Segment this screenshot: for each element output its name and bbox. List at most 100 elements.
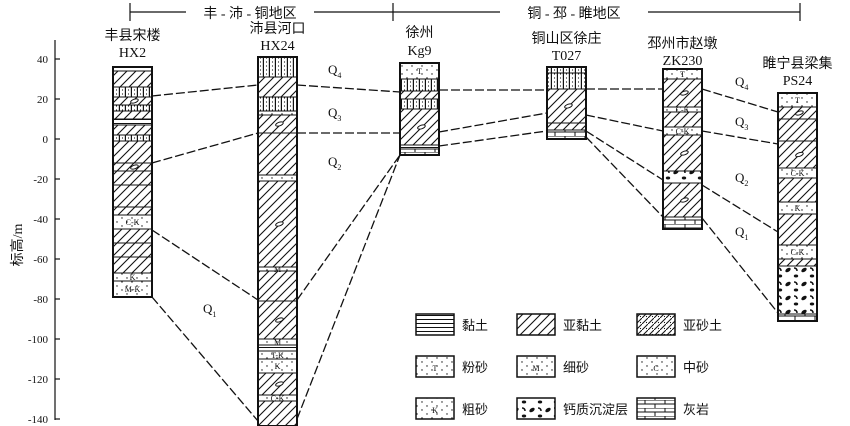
legend-item-calcareous: 钙质沉淀层 <box>516 397 628 420</box>
borehole-outline <box>777 92 818 322</box>
correlation-line <box>701 88 779 113</box>
legend-code: M <box>532 364 539 373</box>
region-label-tong-pi-sui: 铜 - 邳 - 睢地区 <box>527 6 620 22</box>
layer-silty-clay <box>112 70 153 88</box>
layer-limestone <box>777 313 818 322</box>
layer-silty-clay <box>399 90 440 100</box>
layer-code: C-K <box>676 127 690 136</box>
correlation-line <box>585 114 664 132</box>
y-tick-label: -100 <box>28 334 49 346</box>
layer-clay <box>399 144 440 150</box>
nodule-icon <box>275 121 284 127</box>
legend-label: 粉砂 <box>462 360 488 375</box>
legend-item-silty-clay: 亚黏土 <box>516 313 602 336</box>
layer-silty-clay <box>777 118 818 142</box>
layer-silty-clay <box>257 76 298 98</box>
layer-grid <box>112 134 153 142</box>
borehole-location: 铜山区徐庄 <box>532 30 602 47</box>
nodule-icon <box>680 197 689 203</box>
borehole-location: 丰县宋楼 <box>105 28 161 44</box>
layer-silty-clay <box>777 258 818 267</box>
unit-label-q2-right: Q2 <box>735 170 748 188</box>
unit-label-q1-right: Q1 <box>735 224 748 242</box>
y-tick-label: -120 <box>28 374 49 386</box>
correlation-line <box>151 229 259 301</box>
layer-grid <box>257 96 298 112</box>
unit-label-q4-left: Q4 <box>328 62 341 80</box>
legend-label: 钙质沉淀层 <box>563 402 628 417</box>
y-tick-label: 40 <box>37 54 49 66</box>
layer-calcareous <box>662 170 703 184</box>
layer-code: T-K <box>271 351 284 360</box>
y-axis-label: 标高/m <box>9 224 26 267</box>
layer-limestone <box>546 129 587 140</box>
sand-swatch-icon <box>636 355 676 378</box>
layer-code: K <box>795 204 801 213</box>
clay-swatch-icon <box>415 313 455 336</box>
correlation-line <box>438 112 548 133</box>
legend-item-sand: M 细砂 <box>516 355 589 378</box>
borehole-location: 徐州 <box>406 25 434 41</box>
unit-label-q4-right: Q4 <box>735 74 748 92</box>
stratigraphic-unit-labels: Q4 Q3 Q2 Q1 Q4 Q3 Q2 Q1 <box>203 62 748 319</box>
sandy-loam-swatch-icon <box>636 313 676 336</box>
layer-grid <box>399 98 440 110</box>
layer-clay <box>112 118 153 126</box>
layer-grid <box>112 104 153 112</box>
borehole-id: HX24 <box>260 39 294 54</box>
borehole-outline <box>662 68 703 230</box>
y-tick-label: 0 <box>43 134 49 146</box>
nodule-icon <box>564 103 573 109</box>
nodule-icon <box>680 150 689 156</box>
unit-label-q2-left: Q2 <box>328 154 341 172</box>
layer-silty-clay <box>112 206 153 216</box>
borehole-location: 睢宁县梁集 <box>763 55 833 72</box>
layer-code: C-K <box>676 106 690 115</box>
layer-grid <box>257 56 298 78</box>
layer-code: K <box>130 273 136 282</box>
layer-silty-clay <box>112 242 153 258</box>
layer-code: C-K <box>791 248 805 257</box>
y-tick-label: -40 <box>33 214 48 226</box>
borehole-kg9: 徐州 Kg9 <box>399 25 440 156</box>
correlation-line <box>701 217 779 314</box>
legend-label: 粗砂 <box>462 402 488 417</box>
correlation-line <box>296 84 401 93</box>
borehole-id: Kg9 <box>407 44 431 59</box>
legend-label: 细砂 <box>563 360 589 375</box>
layer-silty-clay <box>112 170 153 186</box>
layer-code: K <box>275 362 281 371</box>
y-tick-label: -80 <box>33 294 48 306</box>
layer-code: T <box>417 67 422 76</box>
correlation-line <box>585 136 664 218</box>
layer-silty-clay <box>112 184 153 208</box>
legend-item-sand: K 粗砂 <box>415 397 488 420</box>
layer-calcareous <box>777 265 818 315</box>
limestone-swatch-icon <box>636 397 676 420</box>
nodule-icon <box>275 221 284 227</box>
legend-label: 中砂 <box>683 360 709 375</box>
correlation-line <box>585 130 664 181</box>
legend-code: K <box>432 406 438 415</box>
nodule-icon <box>275 381 284 387</box>
layer-silty-clay <box>112 110 153 120</box>
correlation-lines <box>151 84 779 422</box>
sand-swatch-icon <box>415 397 455 420</box>
layer-code: T <box>680 70 685 79</box>
layer-silty-clay <box>112 124 153 136</box>
borehole-outline <box>546 66 587 140</box>
legend-label: 亚黏土 <box>563 318 602 333</box>
correlation-line <box>151 84 259 97</box>
layer-silty-clay <box>112 228 153 244</box>
layer-limestone <box>662 216 703 230</box>
correlation-line <box>151 296 259 422</box>
unit-label-q3-right: Q3 <box>735 114 748 132</box>
